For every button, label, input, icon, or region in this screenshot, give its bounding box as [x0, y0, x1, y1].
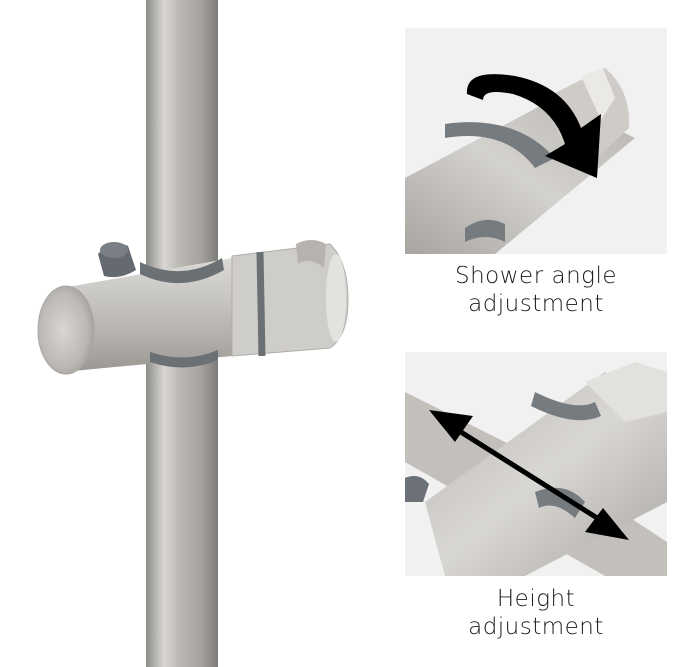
rotate-arrow-icon — [466, 74, 601, 178]
caption-line-2: adjustment — [468, 614, 604, 640]
angle-adjustment-caption: Shower angle adjustment — [405, 262, 667, 318]
height-adjustment-photo — [405, 362, 667, 576]
holder-body — [62, 258, 232, 372]
double-arrow-icon — [429, 410, 629, 540]
caption-line-1: Shower angle — [455, 263, 617, 289]
angle-adjustment-photo — [405, 68, 635, 254]
rail-gasket — [140, 258, 224, 284]
caption-line-1: Height — [496, 586, 576, 612]
holder-end-cap — [37, 285, 95, 375]
angle-adjustment-inset — [405, 28, 667, 254]
height-adjustment-inset — [405, 352, 667, 576]
height-adjustment-caption: Height adjustment — [405, 585, 667, 641]
shower-bracket-photo — [37, 0, 349, 667]
caption-line-2: adjustment — [468, 291, 604, 317]
